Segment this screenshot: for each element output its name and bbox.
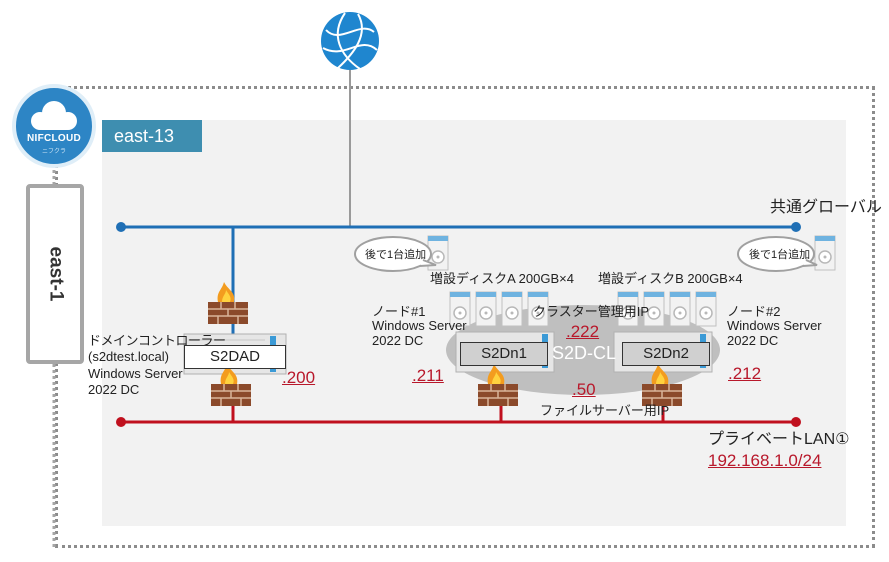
cluster-mgmt-ip: .222	[566, 322, 600, 341]
fileserver-ip: .50	[572, 380, 596, 399]
dc-desc-line3: Windows Server	[88, 366, 183, 381]
disk-b4-icon	[695, 291, 717, 327]
node1-title: ノード#1	[372, 304, 426, 319]
node1-name-box: S2Dn1	[460, 342, 548, 366]
disk-add-right-icon	[814, 235, 836, 271]
private-line-end-right	[791, 417, 801, 427]
fileserver-label: ファイルサーバー用IP	[540, 403, 670, 418]
firewall-node1-icon	[478, 364, 518, 406]
disk-a2-icon	[475, 291, 497, 327]
cluster-name: S2D-CL	[552, 343, 617, 363]
private-network-cidr: 192.168.1.0/24	[708, 451, 822, 470]
firewall-dc-private-icon	[211, 364, 251, 406]
disk-b-label: 増設ディスクB 200GB×4	[598, 271, 743, 286]
dc-desc-line2: (s2dtest.local)	[88, 349, 169, 364]
cloud-icon	[31, 101, 77, 130]
node1-ip: .211	[412, 366, 444, 385]
node2-title: ノード#2	[727, 304, 781, 319]
disk-a3-icon	[501, 291, 523, 327]
note-bubble-right-tail	[802, 259, 818, 267]
node1-version: 2022 DC	[372, 333, 424, 348]
node2-ip: .212	[728, 364, 762, 383]
disk-add-left-icon	[427, 235, 449, 271]
note-bubble-left-tail	[419, 259, 437, 267]
dc-ip: .200	[282, 368, 316, 387]
globe-icon	[321, 12, 379, 70]
disk-a4-icon	[527, 291, 549, 327]
node2-name-box: S2Dn2	[622, 342, 710, 366]
global-line-end-right	[791, 222, 801, 232]
note-bubble-right	[737, 236, 815, 272]
dc-name-box: S2DAD	[184, 345, 286, 369]
dc-desc-line4: 2022 DC	[88, 382, 140, 397]
disk-a-label: 増設ディスクA 200GB×4	[430, 271, 574, 286]
zone-label: east-13	[102, 120, 202, 152]
cluster-mgmt-label: クラスター管理用IP	[533, 304, 650, 319]
node2-os: Windows Server	[727, 318, 822, 333]
private-network-label: プライベートLAN①	[708, 431, 850, 448]
global-network-label: 共通グローバル	[770, 199, 882, 216]
note-bubble-left	[354, 236, 432, 272]
dc-desc-line1: ドメインコントローラー	[88, 333, 226, 348]
private-line-end-left	[116, 417, 126, 427]
disk-b1-icon	[617, 291, 639, 327]
node2-version: 2022 DC	[727, 333, 779, 348]
node1-os: Windows Server	[372, 318, 467, 333]
disk-b3-icon	[669, 291, 691, 327]
firewall-node2-icon	[642, 364, 682, 406]
note-right: 後で1台追加	[749, 249, 811, 261]
disk-a1-icon	[449, 291, 471, 327]
brand-name: NIFCLOUD	[26, 133, 82, 144]
global-line-end-left	[116, 222, 126, 232]
firewall-dc-global-icon	[208, 282, 248, 324]
note-left: 後で1台追加	[365, 249, 427, 261]
region-box	[26, 184, 84, 364]
disk-b2-icon	[643, 291, 665, 327]
brand-sub: ニフクラ	[41, 149, 66, 155]
